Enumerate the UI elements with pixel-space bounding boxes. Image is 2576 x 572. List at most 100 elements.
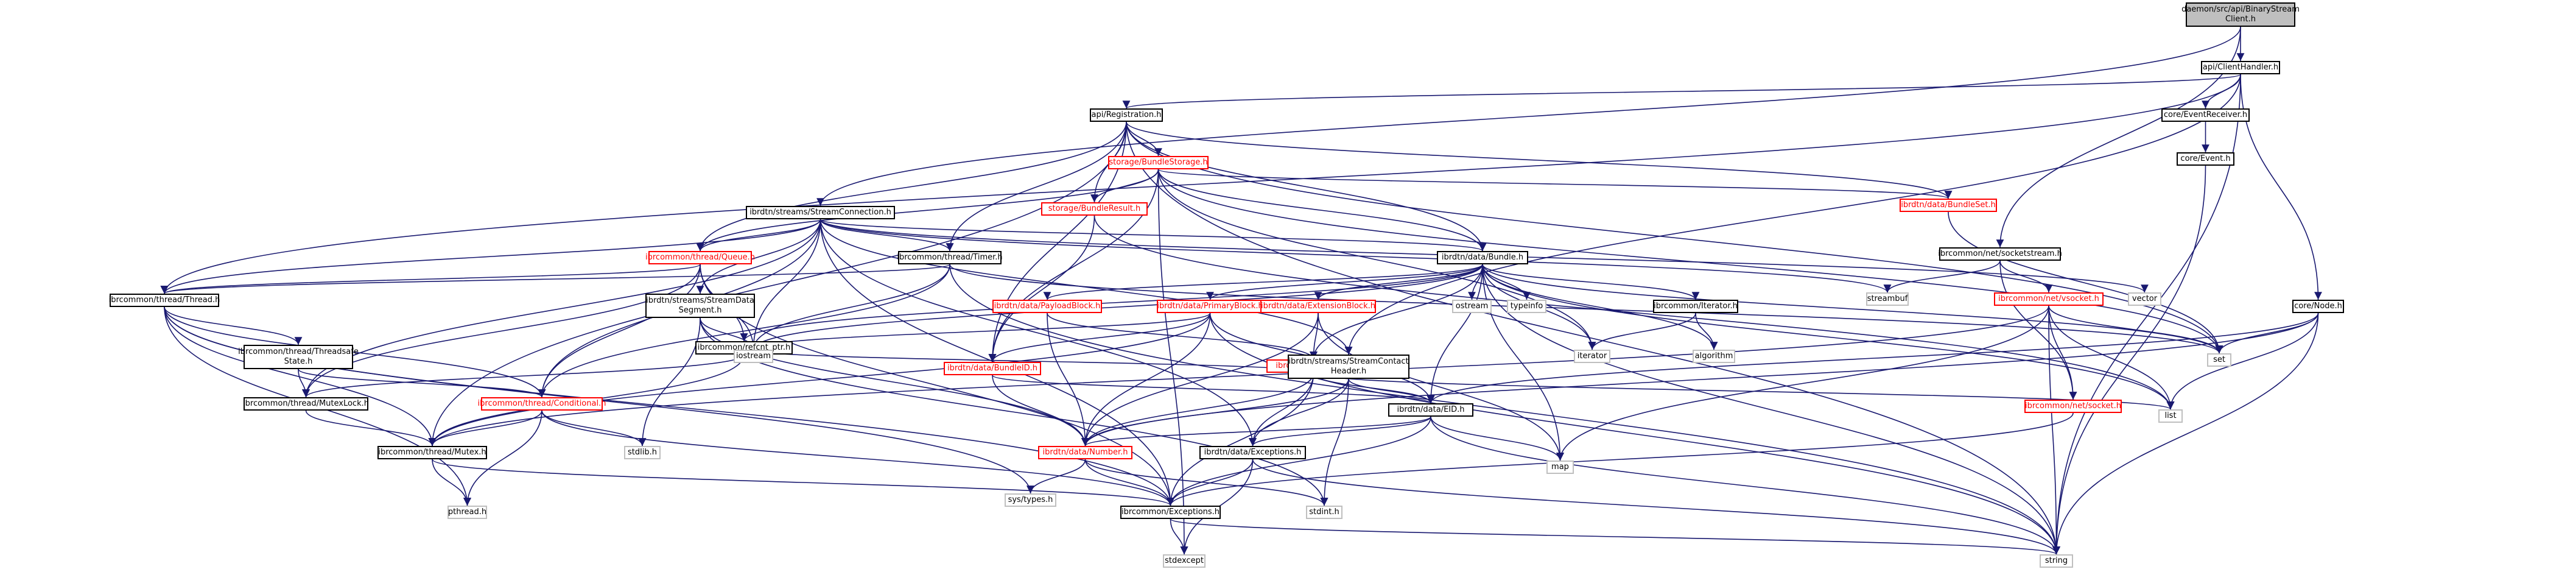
node-exceptions[interactable]: ibrcommon/Exceptions.h [1120,506,1221,519]
node-list: list [2158,409,2183,423]
node-conditional[interactable]: ibrcommon/thread/Conditional.h [477,397,606,411]
edge-exceptions-to-string [1170,518,2060,555]
node-bundleid[interactable]: ibrdtn/data/BundleID.h [944,362,1041,375]
edge-timer-to-thread [161,264,950,294]
node-bundleresult[interactable]: storage/BundleResult.h [1041,202,1148,216]
node-vsocket_net[interactable]: ibrcommon/net/socket.h [2024,400,2122,413]
node-iterator[interactable]: ibrcommon/Iterator.h [1653,300,1738,313]
node-label: ibrcommon/Exceptions.h [1121,507,1220,517]
node-stdexcept: stdexcept [1163,554,1206,568]
edge-extensionblock-to-number [1081,312,1319,447]
edge-exceptions-to-stdexcept [1170,518,1188,555]
node-label: pthread.h [447,507,487,517]
node-stdint: stdint.h [1306,506,1342,519]
edge-vsocket-to-vsocket_net [2048,305,2077,400]
edge-bundlestorage-to-bundleid [988,169,1159,362]
node-label: ibrcommon/thread/Conditional.h [477,399,606,408]
node-bundleset[interactable]: ibrdtn/data/BundleSet.h [1900,199,1997,212]
node-eid[interactable]: ibrdtn/data/EID.h [1388,403,1473,417]
node-extensionblock[interactable]: ibrdtn/data/ExtensionBlock.h [1260,300,1376,313]
edge-bundle-to-primaryblock [1206,264,1483,300]
edge-bundle-to-string [1482,264,2060,555]
node-label: map [1551,462,1569,471]
edge-payloadblock-to-block [1047,312,1318,360]
node-payloadblock[interactable]: ibrdtn/data/PayloadBlock.h [992,300,1102,313]
node-label: stdexcept [1165,556,1204,565]
node-timer[interactable]: ibrcommon/thread/Timer.h [897,251,1003,264]
node-label: api/Registration.h [1091,110,1162,119]
node-registration[interactable]: api/Registration.h [1090,108,1163,122]
node-primaryblock[interactable]: ibrdtn/data/PrimaryBlock.h [1157,300,1263,313]
node-mutexlock[interactable]: ibrcommon/thread/MutexLock.h [243,397,369,411]
edge-conditional-to-pthread [463,410,542,506]
node-eventreceiver[interactable]: core/EventReceiver.h [2161,108,2250,122]
node-number[interactable]: ibrdtn/data/Number.h [1038,446,1132,459]
node-streamconnection[interactable]: ibrdtn/streams/StreamConnection.h [746,206,895,219]
node-bundlestorage[interactable]: storage/BundleStorage.h [1108,156,1209,169]
edge-payloadblock-to-number [1047,312,1089,447]
node-label: vector [2132,294,2158,303]
edge-eid-to-dtnexceptions [1249,416,1431,447]
node-label: core/EventReceiver.h [2163,110,2248,119]
edge-clienthandler-to-streamcontactheader [1344,74,2241,355]
edge-extensionblock-to-map [1318,312,1564,461]
node-mutex[interactable]: ibrcommon/thread/Mutex.h [377,446,487,459]
edge-bundle-to-map [1482,264,1564,461]
edge-mutexlock-to-mutex [305,410,437,447]
node-dtnexceptions[interactable]: ibrdtn/data/Exceptions.h [1199,446,1306,459]
node-thread[interactable]: ibrcommon/thread/Thread.h [109,294,220,307]
node-label: api/ClientHandler.h [2202,63,2279,72]
edge-socketstream-to-streambuf [1883,260,2001,293]
node-clienthandler[interactable]: api/ClientHandler.h [2201,61,2280,74]
edge-bundlestorage-to-bundle [1157,169,1487,252]
edge-bundle-to-list [1482,264,2175,410]
node-label: stdlib.h [628,448,657,457]
node-label: ibrdtn/data/Bundle.h [1441,253,1524,262]
edge-primaryblock-to-bundleid [988,312,1211,362]
edge-thread-to-conditional [164,306,546,398]
node-label: storage/BundleStorage.h [1109,158,1208,167]
edge-refcntptr-to-mutexlock [302,354,745,398]
edge-vsocket-to-string [2048,305,2060,555]
node-vsocket[interactable]: ibrcommon/net/vsocket.h [1994,292,2104,306]
edge-registration-to-timer [946,121,1127,252]
node-string: string [2040,554,2073,568]
edge-socketstream-to-vsocket_net [1999,260,2077,400]
edge-eid-to-number [1081,416,1431,447]
edge-bundleid-to-number [992,375,1089,447]
edge-iterator-to-algorithm [1695,312,1718,350]
edge-number-to-stdint [1084,459,1328,506]
node-event[interactable]: core/Event.h [2177,152,2234,166]
edge-streamconnection-to-iostream [749,219,821,350]
node-label: ibrcommon/thread/MutexLock.h [243,399,369,408]
edge-registration-to-bundleset [1126,121,1953,199]
edge-bundleset-to-set [1948,211,2223,354]
node-core_node[interactable]: core/Node.h [2292,300,2344,313]
edge-thread-to-mutex [164,306,437,447]
edge-streamconnection-to-streambuf [819,219,1892,293]
edge-bundle-to-eid [1427,264,1483,404]
edge-clienthandler-to-string [2052,74,2241,555]
node-label: list [2164,411,2177,420]
edge-conditional-to-stdlib [541,410,647,447]
node-streambuf: streambuf [1866,292,1909,306]
edge-registration-to-queue [696,121,1127,252]
edge-bundlestorage-to-queue [696,169,1159,252]
node-socketstream[interactable]: ibrcommon/net/socketstream.h [1938,247,2062,261]
node-label: ibrdtn/data/PayloadBlock.h [994,302,1101,311]
edge-vsocket-to-mutex [428,305,2049,447]
node-queue[interactable]: ibrcommon/thread/Queue.h [645,251,755,264]
node-label: iterator [1577,351,1607,361]
edge-bundleid-to-eid [992,375,1434,404]
node-bundle[interactable]: ibrdtn/data/Bundle.h [1437,251,1528,264]
node-label: ibrcommon/net/socket.h [2024,401,2122,411]
edge-bundle-to-block [1310,264,1483,360]
node-label: streambuf [1867,294,1908,303]
node-label: algorithm [1694,351,1733,361]
